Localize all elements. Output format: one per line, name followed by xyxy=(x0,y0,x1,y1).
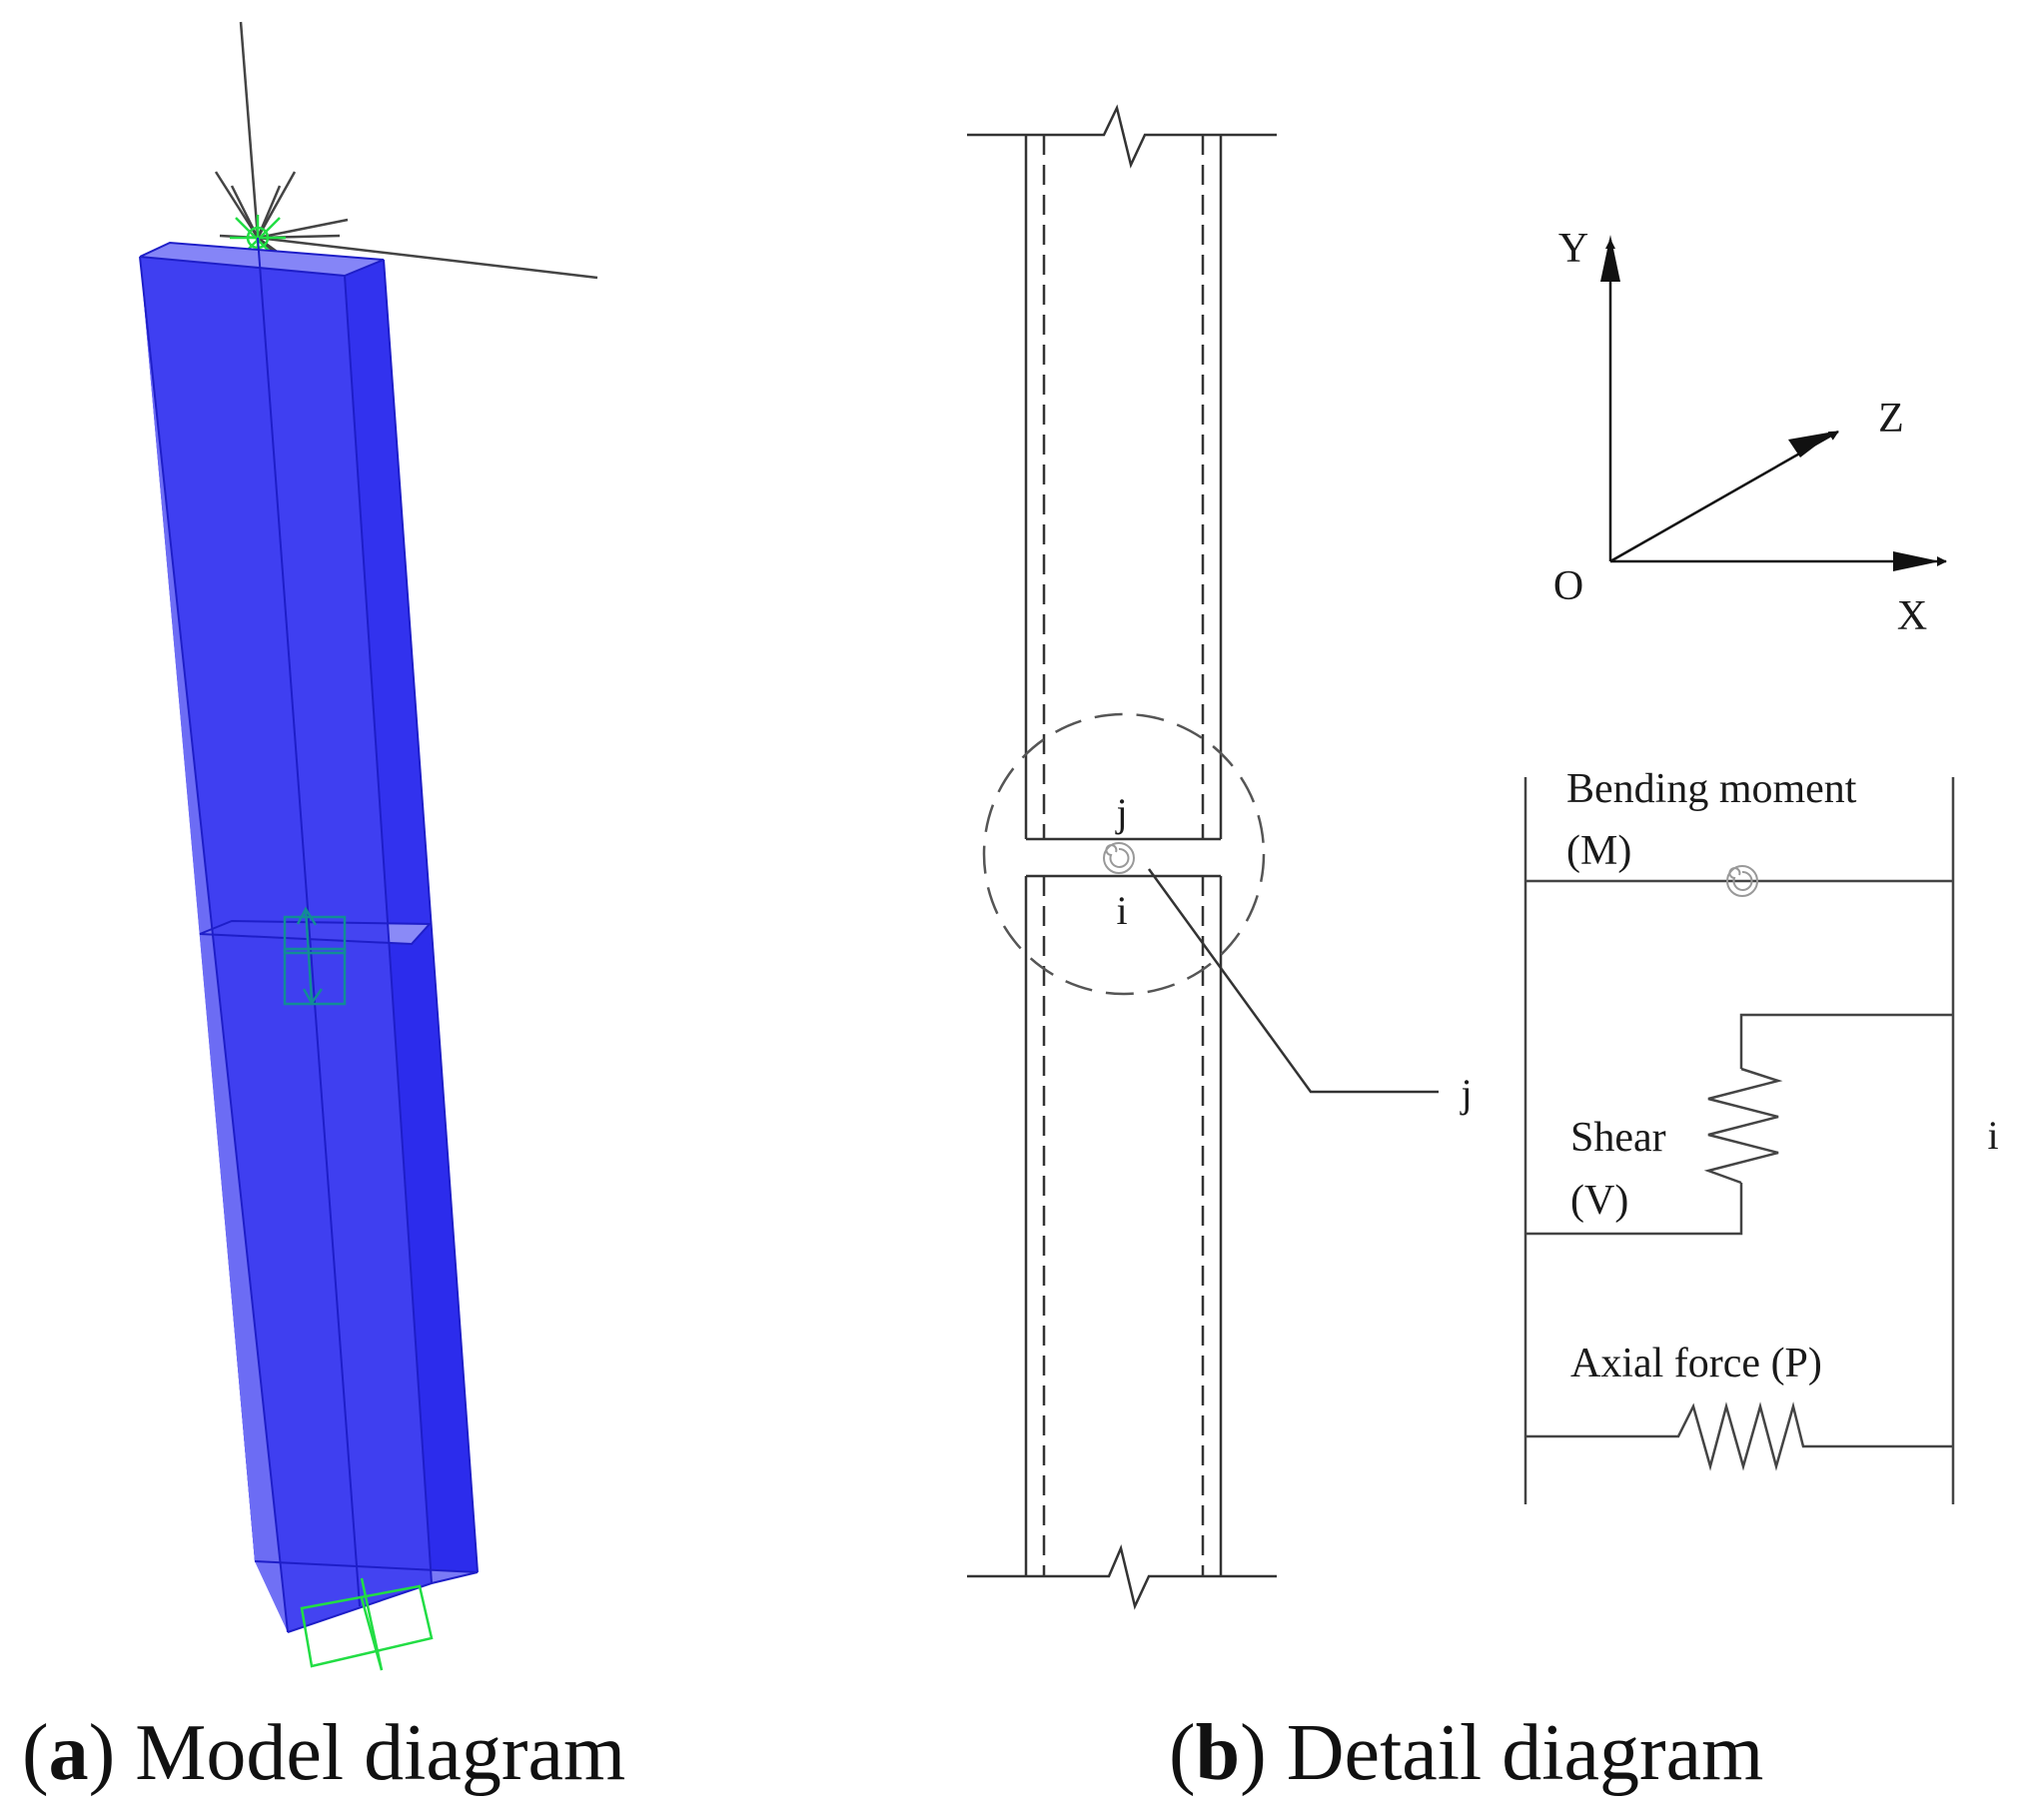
shear-label-line1: Shear xyxy=(1570,1115,1666,1161)
leader-line xyxy=(1147,868,1439,1094)
moment-label-line1: Bending moment xyxy=(1566,766,1857,812)
axial-label: Axial force (P) xyxy=(1570,1341,1822,1386)
caption-a-text: Model diagram xyxy=(135,1709,626,1797)
x-arrowhead xyxy=(1893,551,1940,571)
fixed-support-icon xyxy=(300,1577,434,1671)
column-body xyxy=(139,237,479,1633)
model-diagram xyxy=(139,21,598,1671)
axis-x-label: X xyxy=(1897,593,1927,639)
callout-i-label: i xyxy=(1987,1113,1998,1158)
shear-label-line2: (V) xyxy=(1570,1178,1628,1224)
break-line-icon xyxy=(967,104,1277,169)
node-j-label: j xyxy=(1114,790,1127,835)
callout-j-label: j xyxy=(1459,1071,1472,1116)
axis-z-label: Z xyxy=(1878,396,1904,442)
moment-label-line2: (M) xyxy=(1566,828,1631,874)
lower-column xyxy=(1024,874,1223,1576)
spring-model xyxy=(1523,777,1955,1504)
caption-b-letter: b xyxy=(1195,1709,1241,1797)
caption-a: (a) Model diagram xyxy=(22,1709,626,1797)
y-arrowhead xyxy=(1600,235,1620,282)
axis-y-label: Y xyxy=(1558,226,1588,272)
node-i-label: i xyxy=(1116,888,1127,933)
rotational-spring-icon xyxy=(1103,842,1135,874)
detail-diagram: j i j Y Z X O Bendi xyxy=(967,104,1999,1610)
hinge-marker-icon xyxy=(283,906,347,1006)
caption-b-text: Detail diagram xyxy=(1286,1709,1764,1797)
moment-spring-icon xyxy=(1726,865,1758,897)
axis-origin-label: O xyxy=(1553,563,1583,609)
detail-circle xyxy=(982,712,1266,996)
caption-b: (b) Detail diagram xyxy=(1169,1709,1764,1797)
z-arrowhead xyxy=(1788,432,1834,457)
upper-column xyxy=(1024,135,1223,841)
caption-a-letter: a xyxy=(48,1709,89,1797)
break-line-icon-bottom xyxy=(967,1544,1277,1610)
